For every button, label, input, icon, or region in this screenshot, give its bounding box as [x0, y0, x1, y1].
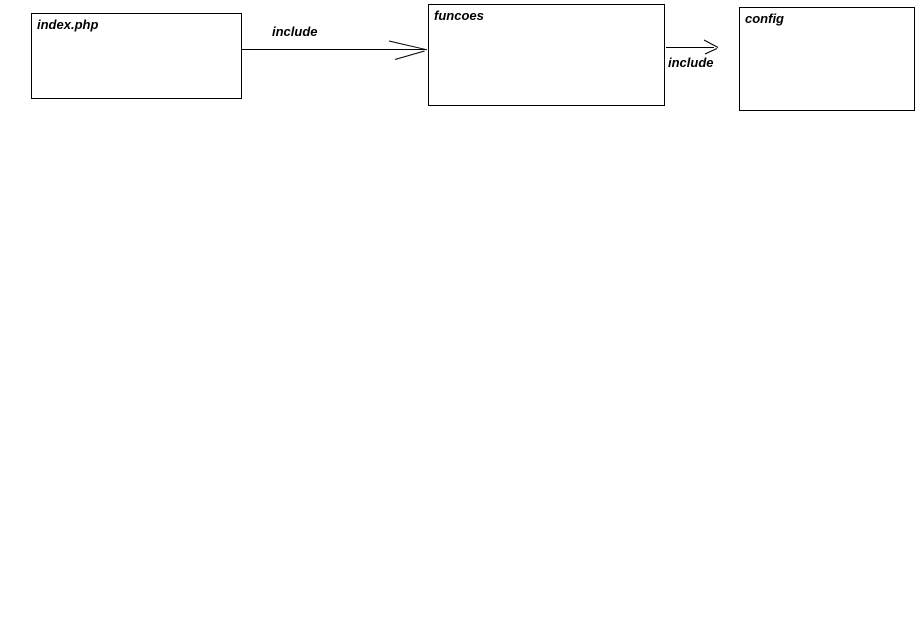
edge-label-include-2: include: [668, 55, 714, 70]
node-index-php: index.php: [31, 13, 242, 99]
node-label: funcoes: [434, 8, 484, 23]
node-config: config: [739, 7, 915, 111]
node-label: config: [745, 11, 784, 26]
node-funcoes: funcoes: [428, 4, 665, 106]
arrow-index-to-funcoes: [242, 40, 428, 60]
arrowhead-icon: [388, 40, 428, 60]
edge-label-include-1: include: [272, 24, 318, 39]
node-label: index.php: [37, 17, 99, 32]
arrowhead-icon: [703, 39, 719, 55]
arrow-funcoes-to-config: [666, 39, 719, 55]
